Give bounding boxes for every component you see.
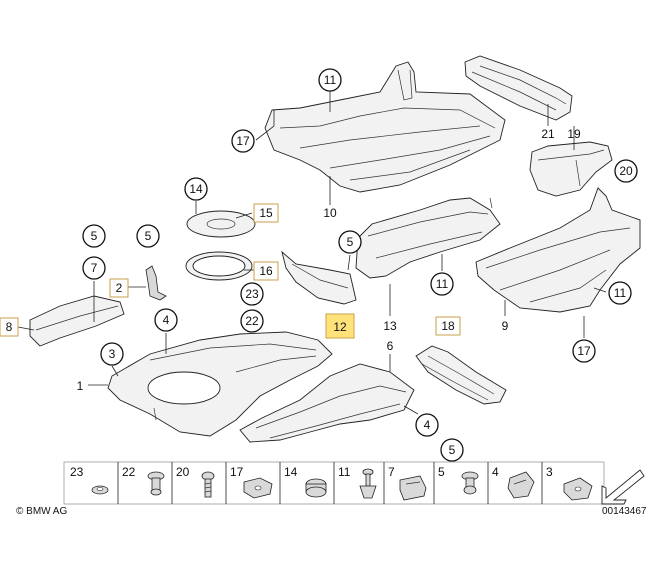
legend-num-20: 20 (176, 465, 190, 479)
svg-text:5: 5 (347, 235, 354, 249)
callout-11-top[interactable]: 11 (318, 68, 342, 92)
callout-3[interactable]: 3 (100, 342, 124, 366)
svg-text:23: 23 (245, 287, 259, 301)
legend-num-22: 22 (122, 465, 136, 479)
svg-text:19: 19 (567, 127, 581, 141)
callout-11-mid[interactable]: 11 (430, 272, 454, 296)
svg-text:9: 9 (502, 319, 509, 333)
spring-nut-icon (399, 475, 427, 501)
svg-text:2: 2 (116, 281, 123, 295)
clip-icon (507, 471, 535, 499)
legend-num-4: 4 (492, 465, 499, 479)
legend-num-11: 11 (338, 465, 351, 479)
svg-text:11: 11 (436, 277, 449, 291)
legend-num-5: 5 (438, 465, 445, 479)
callout-5-a[interactable]: 5 (82, 224, 106, 248)
part-12-shield (281, 250, 357, 305)
svg-text:16: 16 (259, 264, 273, 278)
callout-14[interactable]: 14 (184, 177, 208, 201)
svg-text:6: 6 (387, 339, 394, 353)
legend-num-23: 23 (70, 465, 84, 479)
label-2[interactable]: 2 (109, 278, 129, 298)
label-16[interactable]: 16 (253, 261, 279, 281)
svg-text:7: 7 (91, 261, 98, 275)
grommet-icon (305, 478, 327, 498)
svg-text:8: 8 (6, 320, 13, 334)
collar-screw-icon (461, 471, 479, 495)
clip-nut-icon (243, 477, 273, 499)
label-19[interactable]: 19 (567, 127, 581, 141)
svg-text:3: 3 (109, 347, 116, 361)
diagram-id: 00143467 (602, 506, 647, 517)
label-12-highlighted[interactable]: 12 (325, 313, 355, 339)
svg-text:22: 22 (245, 314, 259, 328)
callout-17-left[interactable]: 17 (231, 129, 255, 153)
part-10-underbody-shield (264, 61, 506, 193)
sheet-nut-icon (563, 477, 593, 501)
label-10[interactable]: 10 (323, 206, 337, 220)
part-1-front-shield (107, 331, 333, 437)
push-rivet-icon (147, 471, 165, 496)
label-1[interactable]: 1 (77, 379, 84, 393)
svg-text:18: 18 (441, 319, 455, 333)
expanding-rivet-icon (359, 468, 377, 499)
svg-text:4: 4 (163, 313, 170, 327)
callout-11-right[interactable]: 11 (608, 281, 632, 305)
part-21-bracket (464, 55, 573, 121)
svg-text:21: 21 (541, 127, 555, 141)
callout-4-a[interactable]: 4 (154, 308, 178, 332)
part-13-center-shield (355, 197, 501, 279)
svg-text:1: 1 (77, 379, 84, 393)
fastener-legend: 23 22 20 17 14 11 7 5 4 3 (63, 461, 645, 505)
svg-text:15: 15 (259, 206, 273, 220)
part-16-seal-ring (185, 251, 253, 281)
label-6[interactable]: 6 (387, 339, 394, 353)
label-13[interactable]: 13 (383, 319, 397, 333)
part-6-rear-shield (239, 363, 415, 443)
part-18-grille (415, 345, 507, 405)
svg-text:5: 5 (91, 229, 98, 243)
svg-text:20: 20 (619, 164, 633, 178)
svg-text:17: 17 (236, 134, 250, 148)
callout-22[interactable]: 22 (240, 309, 264, 333)
legend-num-14: 14 (284, 465, 298, 479)
svg-text:11: 11 (614, 286, 627, 300)
svg-text:5: 5 (145, 229, 152, 243)
label-9[interactable]: 9 (502, 319, 509, 333)
legend-num-3: 3 (546, 465, 553, 479)
svg-text:5: 5 (449, 443, 456, 457)
direction-arrow-icon (601, 469, 645, 505)
leader-lines (17, 91, 607, 415)
svg-text:11: 11 (324, 73, 337, 87)
callout-23[interactable]: 23 (240, 282, 264, 306)
callout-17-right[interactable]: 17 (572, 339, 596, 363)
svg-text:14: 14 (189, 182, 203, 196)
callout-4-b[interactable]: 4 (415, 413, 439, 437)
callout-5-c[interactable]: 5 (338, 230, 362, 254)
callout-7-a[interactable]: 7 (82, 256, 106, 280)
svg-text:17: 17 (577, 344, 591, 358)
callout-5-b[interactable]: 5 (136, 224, 160, 248)
svg-text:4: 4 (424, 418, 431, 432)
callout-20[interactable]: 20 (614, 159, 638, 183)
svg-text:12: 12 (333, 320, 347, 334)
part-8-strip (29, 295, 125, 347)
legend-num-7: 7 (388, 465, 395, 479)
label-18[interactable]: 18 (435, 316, 461, 336)
svg-text:10: 10 (323, 206, 337, 220)
label-21[interactable]: 21 (541, 127, 555, 141)
screw-icon (201, 471, 215, 498)
legend-num-17: 17 (230, 465, 244, 479)
copyright-text: © BMW AG (16, 506, 67, 517)
label-8[interactable]: 8 (0, 317, 19, 337)
callout-5-d[interactable]: 5 (440, 438, 464, 462)
label-15[interactable]: 15 (253, 203, 279, 223)
part-9-side-shield (475, 187, 641, 313)
svg-text:13: 13 (383, 319, 397, 333)
part-2-bracket (145, 265, 167, 301)
part-19-cover (529, 141, 613, 197)
